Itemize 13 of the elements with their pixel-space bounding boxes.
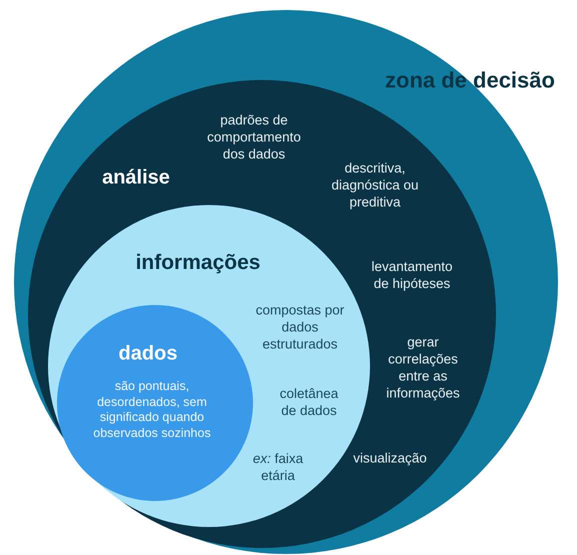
circle-heading: análise	[101, 166, 171, 190]
circle-heading: informações	[134, 250, 262, 276]
circle-note: descritiva, diagnóstica ou preditiva	[330, 160, 420, 212]
circle-note: ex: faixa etária	[252, 451, 304, 485]
circle-note: compostas por dados estruturados	[254, 302, 346, 354]
circle-heading: dados	[118, 342, 178, 366]
circle-note: levantamento de hipóteses	[370, 259, 454, 293]
circle-note: são pontuais, desordenados, sem significado quando observados sozinhos	[92, 378, 212, 442]
circle-note: padrões de comportamento dos dados	[206, 112, 302, 164]
circle-note: coletânea de dados	[278, 386, 340, 420]
circle-heading: zona de decisão	[384, 66, 556, 94]
circle-note: gerar correlações entre as informações	[385, 334, 461, 402]
circle-note: visualização	[352, 450, 428, 468]
